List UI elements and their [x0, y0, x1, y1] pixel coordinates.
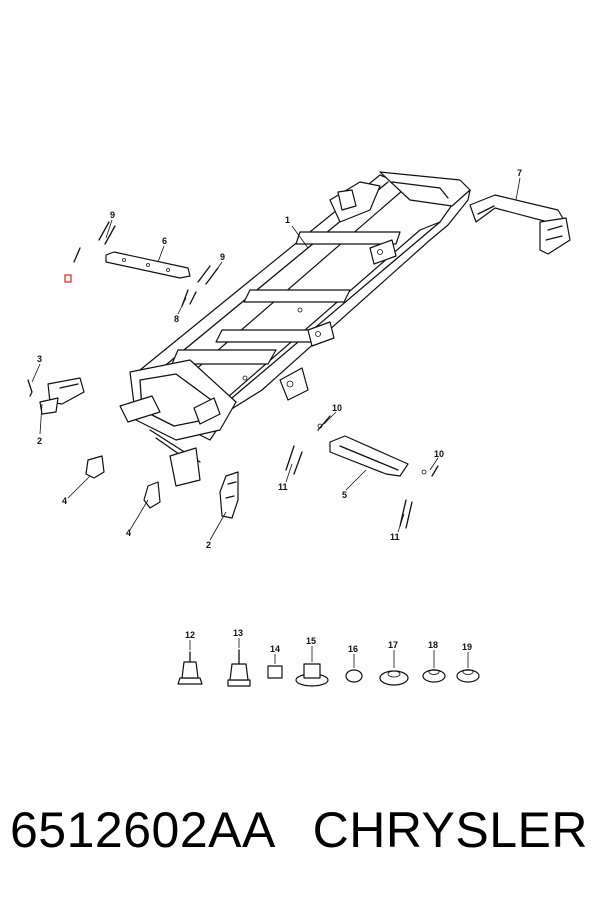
- callout-10-lower: 10: [434, 449, 444, 459]
- callout-16: 16: [348, 644, 358, 654]
- fastener-part-13: [227, 649, 251, 687]
- fastener-part-14: [267, 665, 283, 679]
- callout-3: 3: [37, 354, 42, 364]
- fastener-part-12: [177, 651, 203, 685]
- fastener-part-19: [456, 669, 480, 683]
- callout-5: 5: [342, 490, 347, 500]
- callout-17: 17: [388, 640, 398, 650]
- footer-caption: 6512602AA CHRYSLER: [0, 790, 600, 870]
- callout-2-right: 2: [206, 540, 211, 550]
- callout-9-right: 9: [220, 252, 225, 262]
- fastener-part-15: [295, 663, 329, 687]
- callout-18: 18: [428, 640, 438, 650]
- callout-9-left: 9: [110, 210, 115, 220]
- callout-19: 19: [462, 642, 472, 652]
- fastener-part-16: [345, 669, 363, 683]
- callout-1: 1: [285, 215, 290, 225]
- rear-crossmember-part-7: [469, 194, 571, 255]
- bar-part-6: [105, 251, 191, 279]
- part-number: 6512602AA: [10, 802, 276, 858]
- fastener-part-17: [379, 670, 409, 686]
- bracket-part-4-left: [85, 455, 105, 479]
- callout-4-right: 4: [126, 528, 131, 538]
- highlighted-part-marker: [64, 274, 72, 283]
- callout-12: 12: [185, 630, 195, 640]
- bar-part-5: [329, 435, 409, 477]
- bolt-part-8: [181, 289, 197, 307]
- callout-13: 13: [233, 628, 243, 638]
- callout-6: 6: [162, 236, 167, 246]
- callout-11-left: 11: [278, 482, 288, 492]
- leader-lines: [31, 177, 521, 668]
- bracket-part-2-left: [39, 377, 85, 415]
- nuts-part-10: [317, 415, 439, 477]
- bracket-part-4-right: [143, 481, 161, 509]
- bolts-part-11: [285, 445, 413, 529]
- callout-4-left: 4: [62, 496, 67, 506]
- callout-8: 8: [174, 314, 179, 324]
- fastener-part-18: [422, 669, 446, 683]
- callout-14: 14: [270, 644, 280, 654]
- callout-11-right: 11: [390, 532, 400, 542]
- callout-15: 15: [306, 636, 316, 646]
- callout-7: 7: [517, 168, 522, 178]
- callout-2-left: 2: [37, 436, 42, 446]
- brand-name: CHRYSLER: [312, 802, 588, 858]
- bracket-part-2-right: [219, 471, 239, 519]
- clip-part-3: [27, 379, 33, 397]
- callout-10-upper: 10: [332, 403, 342, 413]
- frame-assembly: [119, 171, 471, 487]
- bolts-part-9: [73, 221, 219, 285]
